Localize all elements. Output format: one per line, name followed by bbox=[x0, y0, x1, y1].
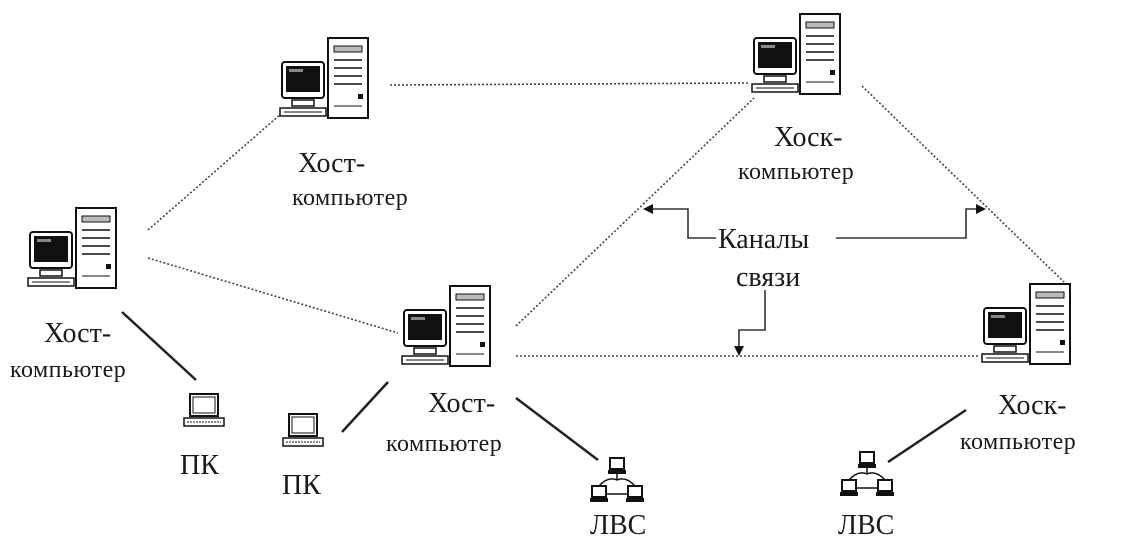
lan-icon-center bbox=[589, 457, 645, 503]
host-label-right-line2: компьютер bbox=[960, 429, 1077, 455]
host-label-left-line1: Хост- bbox=[44, 318, 112, 349]
channels-label-line2: связи bbox=[736, 262, 801, 293]
link-left-to-center bbox=[147, 257, 399, 334]
link-top-right-to-right bbox=[861, 85, 1065, 283]
host-computer-icon-right bbox=[981, 283, 1071, 365]
host-label-right-line1: Хоск- bbox=[998, 390, 1067, 421]
host-label-top-right-line2: компьютер bbox=[738, 159, 855, 185]
link-left-host-to-pc bbox=[121, 311, 197, 381]
host-label-top-left-line1: Хост- bbox=[298, 148, 366, 179]
host-label-center-line2: компьютер bbox=[386, 431, 503, 457]
channels-label-line1: Каналы bbox=[718, 224, 810, 255]
host-computer-icon-top-left bbox=[279, 37, 369, 119]
host-computer-icon-top-right bbox=[751, 13, 841, 95]
pc-label-center: ПК bbox=[282, 470, 321, 501]
link-center-host-to-pc bbox=[341, 381, 389, 433]
lan-icon-right bbox=[839, 451, 895, 497]
host-label-center-line1: Хост- bbox=[428, 388, 496, 419]
channels-callout-leaders bbox=[643, 204, 986, 356]
pc-icon-left bbox=[183, 393, 225, 427]
pc-label-left: ПК bbox=[180, 450, 219, 481]
link-left-to-top-left bbox=[147, 112, 283, 231]
link-center-to-top-right bbox=[515, 97, 755, 327]
link-center-host-to-lan bbox=[515, 397, 599, 461]
link-top-left-to-top-right bbox=[389, 82, 749, 86]
pc-icon-center bbox=[282, 413, 324, 447]
host-label-top-left-line2: компьютер bbox=[292, 185, 409, 211]
host-label-top-right-line1: Хоск- bbox=[774, 122, 843, 153]
lan-label-right: ЛВС bbox=[838, 510, 895, 541]
link-right-host-to-lan bbox=[887, 408, 967, 464]
host-computer-icon-left bbox=[27, 207, 117, 289]
host-label-left-line2: компьютер bbox=[10, 357, 127, 383]
host-computer-icon-center bbox=[401, 285, 491, 367]
lan-label-center: ЛВС bbox=[590, 510, 647, 541]
